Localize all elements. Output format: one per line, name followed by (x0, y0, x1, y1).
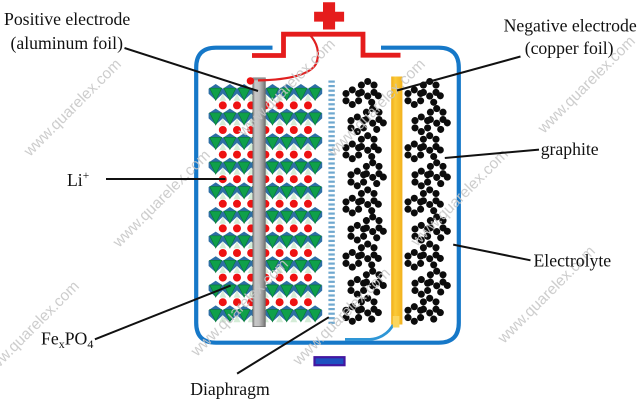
svg-text:Li+: Li+ (67, 170, 89, 190)
svg-text:(aluminum foil): (aluminum foil) (11, 33, 124, 53)
svg-text:(copper foil): (copper foil) (525, 38, 614, 58)
svg-text:Electrolyte: Electrolyte (534, 251, 612, 271)
svg-text:Positive electrode: Positive electrode (4, 9, 130, 29)
svg-text:Diaphragm: Diaphragm (190, 379, 270, 399)
svg-text:www.quarelex.com: www.quarelex.com (20, 56, 125, 161)
svg-text:Negative electrode: Negative electrode (504, 16, 637, 36)
svg-text:graphite: graphite (541, 139, 599, 159)
svg-text:FexPO4: FexPO4 (41, 329, 93, 352)
